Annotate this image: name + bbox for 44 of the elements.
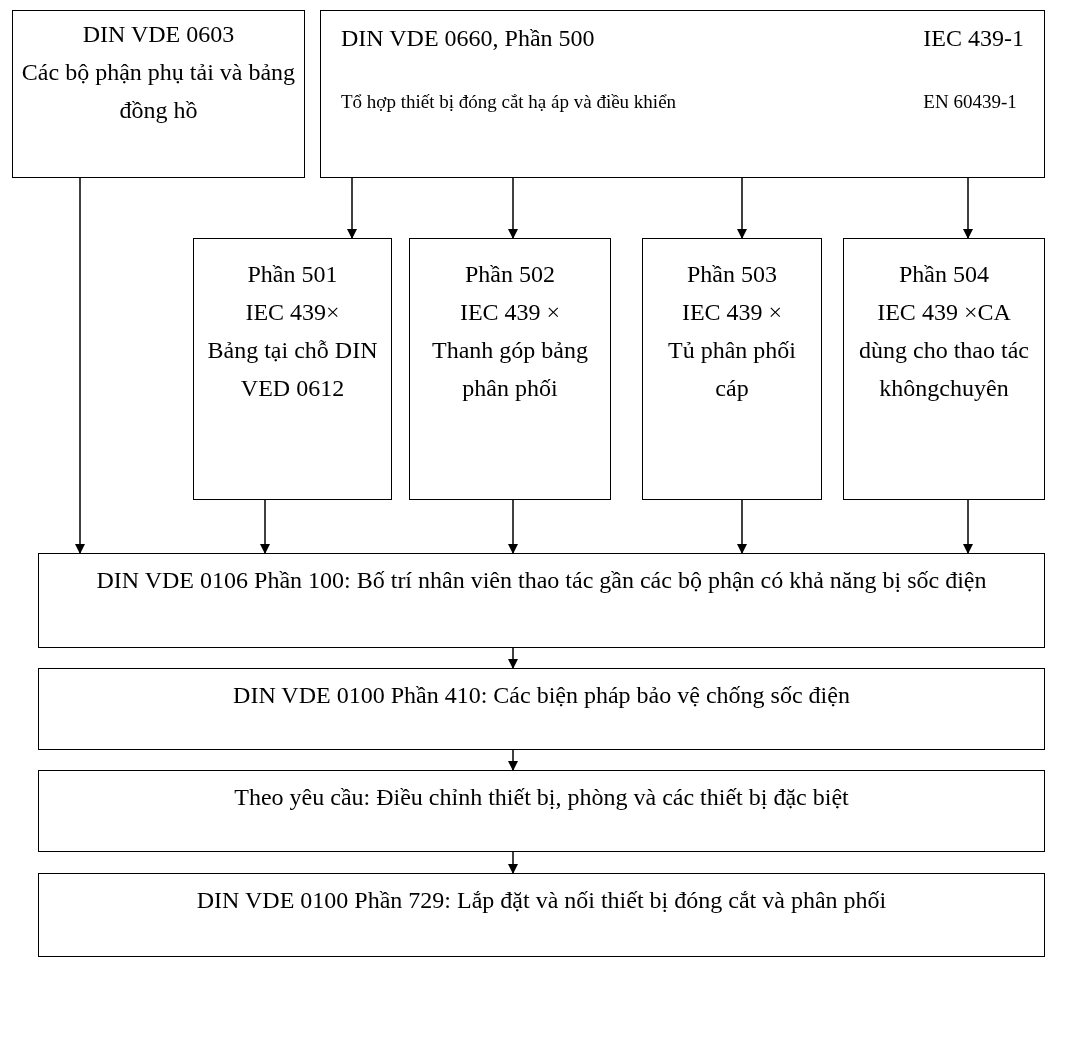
arrow bbox=[963, 177, 973, 239]
standard-description: IEC 439× bbox=[245, 298, 340, 327]
standard-code: IEC 439-1 bbox=[923, 24, 1024, 53]
standard-description: dùng cho thao tác khôngchuyên bbox=[858, 336, 1030, 403]
arrow bbox=[737, 177, 747, 239]
arrow bbox=[508, 499, 518, 554]
arrow bbox=[508, 177, 518, 239]
standard-title: Phần 503 bbox=[687, 260, 777, 289]
standard-description: Tổ hợp thiết bị đóng cắt hạ áp và điều khiển bbox=[341, 90, 678, 114]
standard-title: Phần 504 bbox=[899, 260, 989, 289]
standard-description: DIN VDE 0106 Phần 100: Bố trí nhân viên thao tác gần các bộ phận có khả năng bị sốc điện bbox=[95, 566, 988, 595]
standard-description: Bảng tại chỗ DIN VED 0612 bbox=[206, 336, 379, 403]
standard-box bbox=[320, 10, 1045, 178]
standard-description: IEC 439 × bbox=[459, 298, 561, 327]
standard-box bbox=[193, 238, 392, 500]
standard-box bbox=[843, 238, 1045, 500]
standard-title: Phần 501 bbox=[247, 260, 338, 289]
standard-description: Theo yêu cầu: Điều chỉnh thiết bị, phòng và các thiết bị đặc biệt bbox=[233, 783, 850, 812]
arrow bbox=[508, 851, 518, 874]
standard-box bbox=[38, 873, 1045, 957]
standard-title: DIN VDE 0603 bbox=[82, 20, 235, 49]
standard-box bbox=[38, 668, 1045, 750]
standard-description: IEC 439 × bbox=[681, 298, 783, 327]
standard-description: DIN VDE 0100 Phần 729: Lắp đặt và nối thiết bị đóng cắt và phân phối bbox=[195, 886, 888, 915]
standard-description: Tủ phân phối cáp bbox=[667, 336, 797, 403]
standard-box bbox=[38, 770, 1045, 852]
standard-description: IEC 439 ×CA bbox=[877, 298, 1011, 327]
standard-title: DIN VDE 0660, Phần 500 bbox=[341, 24, 596, 53]
standard-description: Các bộ phận phụ tải và bảng đồng hồ bbox=[21, 58, 296, 125]
standard-description: Thanh góp bảng phân phối bbox=[431, 336, 589, 403]
standard-title: Phần 502 bbox=[465, 260, 555, 289]
standard-description: DIN VDE 0100 Phần 410: Các biện pháp bảo vệ chống sốc điện bbox=[232, 681, 851, 710]
standard-code: EN 60439-1 bbox=[923, 90, 1018, 114]
arrow bbox=[508, 647, 518, 669]
standard-box bbox=[409, 238, 611, 500]
arrow bbox=[963, 499, 973, 554]
standard-box bbox=[642, 238, 822, 500]
standard-box bbox=[12, 10, 305, 178]
arrow bbox=[737, 499, 747, 554]
arrow bbox=[260, 499, 270, 554]
arrow bbox=[508, 749, 518, 771]
standard-box bbox=[38, 553, 1045, 648]
arrow bbox=[75, 177, 85, 554]
arrow bbox=[347, 177, 357, 239]
